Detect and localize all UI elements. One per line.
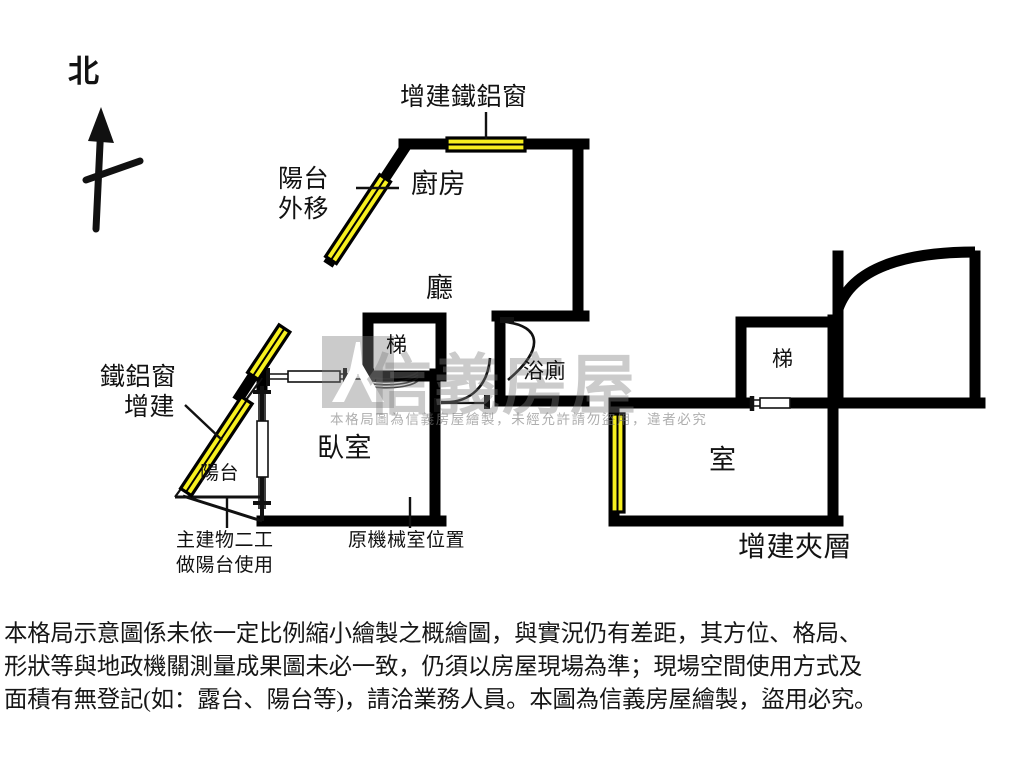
mezzanine-stair-opening bbox=[749, 396, 791, 411]
leader-lines bbox=[184, 112, 488, 528]
curved-bay-wall bbox=[832, 246, 976, 312]
watermark-notice: 本格局圖為信義房屋繪製，未經允許請勿盜用，違者必究 bbox=[330, 412, 708, 427]
room-label-bathroom: 浴廁 bbox=[523, 359, 566, 383]
room-label-bedroom: 臥室 bbox=[317, 433, 372, 463]
bathroom-door bbox=[500, 317, 536, 381]
window-added-balcony bbox=[178, 394, 255, 498]
room-label-stair-main: 梯 bbox=[386, 333, 408, 357]
annotation-added-mezzanine: 增建夾層 bbox=[738, 532, 853, 563]
annotation-iron-alu-window-line2: 增建 bbox=[124, 394, 176, 421]
window-added-kitchen bbox=[445, 136, 527, 153]
north-arrow-icon bbox=[82, 107, 144, 233]
annotation-added-iron-alu-window: 增建鐵鋁窗 bbox=[400, 84, 528, 111]
disclaimer-line-1: 本格局示意圖係未依一定比例縮小繪製之概繪圖，與實況仍有差距，其方位、格局、 bbox=[4, 621, 863, 647]
disclaimer-line-2: 形狀等與地政機關測量成果圖未必一致，仍須以房屋現場為準；現場空間使用方式及 bbox=[4, 653, 863, 680]
room-label-kitchen: 廚房 bbox=[411, 169, 466, 199]
annotation-balcony-moved-line1: 陽台 bbox=[278, 166, 330, 193]
annotation-iron-alu-window-line1: 鐵鋁窗 bbox=[100, 364, 177, 391]
disclaimer: 本格局示意圖係未依一定比例縮小繪製之概繪圖，與實況仍有差距，其方位、格局、 形狀… bbox=[4, 618, 1020, 716]
annotation-original-machine-room: 原機械室位置 bbox=[348, 530, 466, 551]
disclaimer-line-3: 面積有無登記(如：露台、陽台等)，請洽業務人員。本圖為信義房屋繪製，盜用必究。 bbox=[4, 686, 878, 713]
annotation-balcony-moved-line2: 外移 bbox=[278, 196, 330, 223]
window-added-mezzanine bbox=[609, 412, 626, 514]
compass-label: 北 bbox=[68, 54, 100, 89]
sliding-window-bedroom bbox=[266, 368, 365, 386]
floor-plan-svg bbox=[82, 107, 986, 528]
annotation-main-building-line1: 主建物二工 bbox=[176, 530, 274, 551]
window-added-diagonal-upper bbox=[323, 172, 393, 266]
mezzanine-walls bbox=[608, 250, 986, 527]
floor-plan-drawing: 信義房屋 本格局圖為信義房屋繪製，未經允許請勿盜用，違者必究 北 增建鐵鋁窗 陽… bbox=[68, 54, 986, 576]
annotation-main-building-line2: 做陽台使用 bbox=[176, 555, 274, 576]
sliding-window-bedroom-west bbox=[253, 390, 271, 509]
hall-door bbox=[434, 357, 492, 412]
room-label-mezzanine-room: 室 bbox=[709, 445, 737, 475]
window-added-diagonal-lower bbox=[245, 322, 293, 382]
room-label-living: 廳 bbox=[426, 273, 454, 303]
room-label-stair-mezzanine: 梯 bbox=[772, 347, 794, 371]
room-label-balcony: 陽台 bbox=[200, 463, 240, 484]
